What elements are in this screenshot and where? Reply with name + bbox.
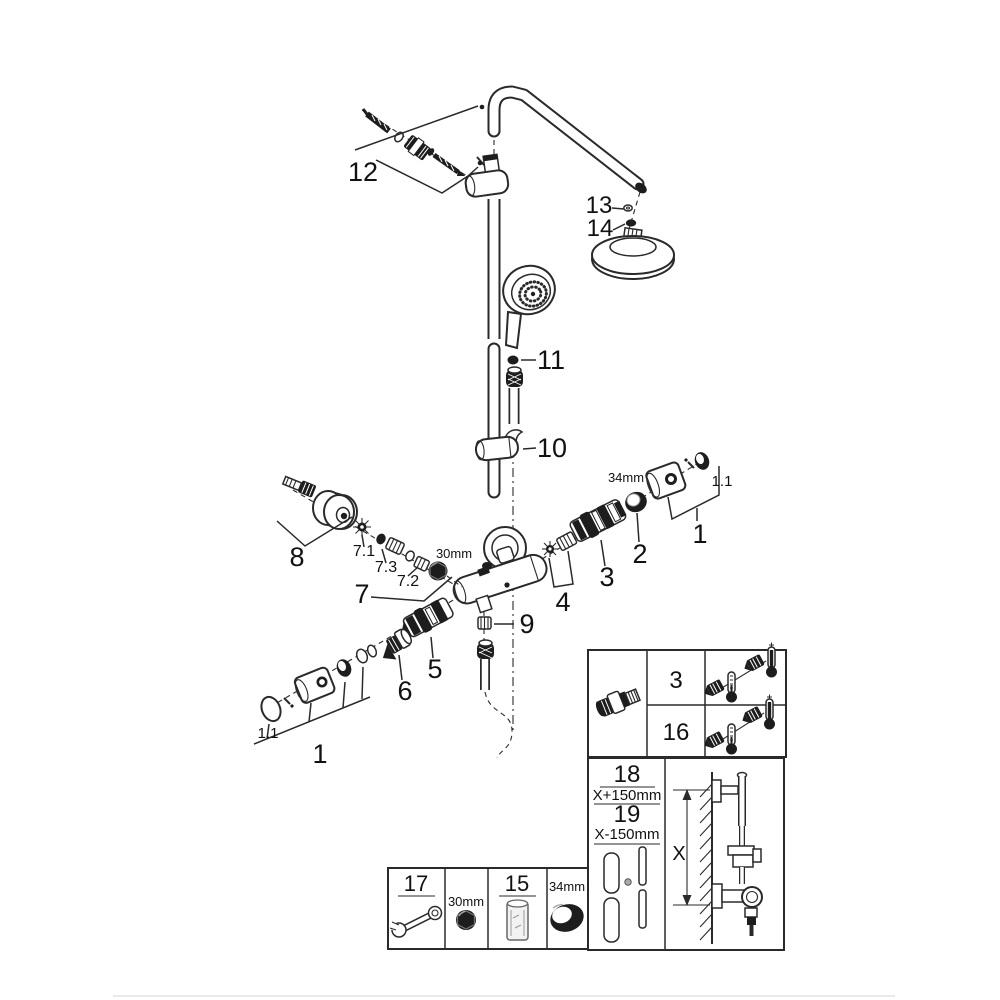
size-label-30mm: 30mm (436, 546, 472, 561)
callout-5: 5 (427, 654, 442, 684)
fitting-7-3 (376, 533, 415, 562)
rail-length-table: 18 X+150mm 19 X-150mm (587, 757, 785, 951)
size-label-34mm: 34mm (608, 470, 644, 485)
spares-row-16-icons (700, 693, 776, 756)
tool-ref-17: 17 (404, 871, 428, 896)
shower-hose-lower (477, 639, 513, 759)
spares-row-3-icons (700, 641, 778, 704)
callout-1-right: 1 (692, 519, 707, 549)
callout-bracket-12 (354, 105, 479, 194)
hand-shower (502, 264, 556, 350)
callout-8: 8 (289, 542, 304, 572)
hose-nut-part-9 (477, 616, 492, 630)
callout-7-3: 7.3 (375, 559, 397, 576)
mounting-screws-part-12 (361, 108, 465, 176)
coupling-part-icon (595, 688, 641, 717)
rail-ref-18: 18 (614, 761, 641, 788)
x-dimension-label: X (672, 843, 685, 865)
callout-10: 10 (537, 433, 567, 463)
head-shower (591, 226, 675, 280)
hex-nut-30mm-icon (456, 910, 476, 930)
hex-nut-30mm (428, 561, 448, 581)
star-washer-7-1 (353, 518, 371, 536)
rail-dim-19: X-150mm (594, 826, 659, 843)
callout-7: 7 (354, 579, 369, 609)
spares-ref-3: 3 (669, 667, 682, 694)
x-dimension-drawing: X (672, 771, 763, 944)
callout-labels: 12 13 14 11 10 8 7.1 7.3 7.2 7 30mm 34mm… (258, 157, 733, 769)
callout-1-left: 1 (312, 739, 327, 769)
callout-bracket-1-right (667, 466, 720, 521)
callout-7-2: 7.2 (397, 573, 419, 590)
callout-13: 13 (586, 192, 613, 219)
escutcheon-part-1-left (260, 644, 378, 723)
thermo-cartridge-part-3 (569, 499, 627, 542)
spares-ref-16: 16 (663, 719, 690, 746)
washer-part-13 (623, 204, 633, 212)
callout-1-1-left: 1.1 (258, 725, 279, 742)
tool-ref-15: 15 (505, 871, 529, 896)
callout-4: 4 (555, 587, 570, 617)
callout-14: 14 (587, 215, 614, 242)
hose-nut-upper (506, 366, 523, 387)
open-end-wrench-icon (389, 905, 443, 938)
callout-7-1: 7.1 (353, 543, 375, 560)
callout-leaders (276, 207, 640, 681)
callout-12: 12 (348, 157, 378, 187)
callout-9: 9 (519, 609, 534, 639)
callout-3: 3 (599, 562, 614, 592)
extension-sleeve-icon (506, 899, 529, 941)
ring-nut-34mm-icon (550, 903, 584, 932)
rail-ref-19: 19 (614, 801, 641, 828)
spares-table: 3 16 (587, 641, 787, 758)
star-washer-part-4 (542, 531, 578, 557)
washer-part-14 (625, 219, 637, 227)
callout-11: 11 (537, 345, 565, 375)
callout-6: 6 (397, 676, 412, 706)
rail-tube-icons (603, 846, 647, 943)
tool-size-34mm: 34mm (549, 879, 585, 894)
check-valve-part-5 (401, 597, 454, 638)
rail-dim-18: X+150mm (593, 787, 662, 804)
tools-table: 17 30mm 15 34mm (387, 867, 589, 950)
glider-part-10 (474, 429, 524, 462)
callout-2: 2 (632, 539, 647, 569)
valve-body (452, 545, 548, 614)
callout-bracket-1-left (253, 666, 371, 745)
t-piece-screw (476, 156, 485, 166)
tool-size-30mm: 30mm (448, 894, 484, 909)
escutcheon-part-1-right (645, 452, 710, 500)
rail-t-piece (464, 153, 510, 198)
washer-part-11 (507, 355, 519, 365)
callout-1-1-right: 1.1 (712, 473, 733, 490)
aerator-part-6 (382, 628, 413, 660)
shower-arm (479, 85, 647, 194)
ring-nut-34mm-part-2 (625, 491, 647, 513)
